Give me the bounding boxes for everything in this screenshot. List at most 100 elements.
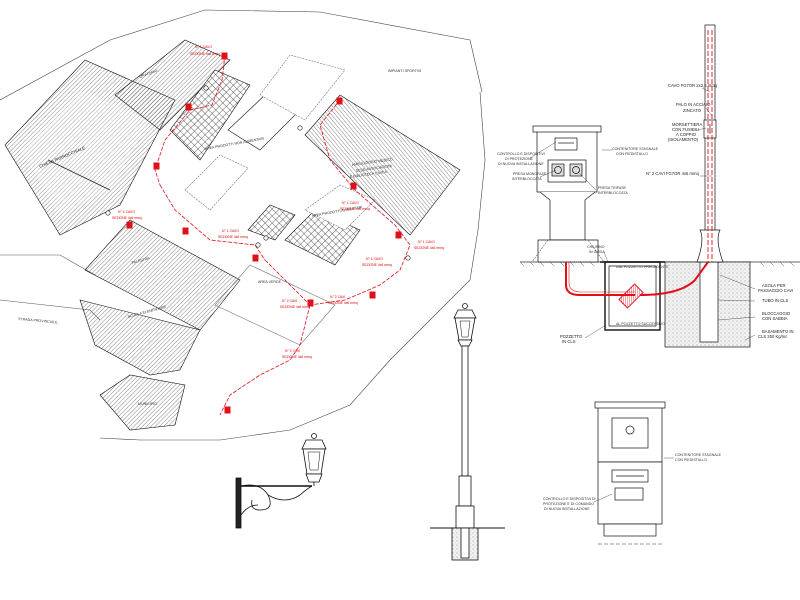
marker [221,52,228,60]
bracket-scroll-3 [240,504,259,516]
cable-route-3 [309,99,411,306]
leader [697,127,707,131]
cable-label: SEZIONE 4x6 mmq [340,207,370,211]
label: CON SABBIA [762,316,788,321]
pole [105,210,111,216]
label: DI PROTEZIONE [505,157,534,161]
marker [182,227,189,235]
section-detail [519,24,800,348]
label-ambulatorio-2: SEDE ASSOCIAZIONI [356,164,392,173]
conduit-b [639,261,709,296]
marker [336,97,343,105]
section-cabinet-pedestal [539,191,596,241]
marker [350,182,357,190]
marker [252,254,259,262]
wall-plate [235,477,242,529]
cable-label: N° 2 CAVI [330,295,345,299]
label: INTERBLOCCATA [598,191,628,195]
lantern-inner [459,320,471,338]
wall-lantern-bottom [305,473,323,483]
cabinet-roof [594,401,666,409]
leader-lines [529,87,756,341]
cabinet-elevation [594,401,666,545]
lamp-post [430,303,505,561]
section-cabinet-hidden [531,239,549,263]
scuola-building [79,299,201,376]
conduit-a-inner [568,262,635,293]
cable-route-5 [264,259,311,306]
marker [153,162,160,170]
leader [577,171,597,191]
cable-label: SEZIONE 4x6 mmq [190,52,220,56]
cabinet-panel [614,487,644,501]
socket-tri-face [572,166,580,174]
label: INTERBLOCCATA [512,177,542,181]
label: PRESA MONOFASE [513,172,547,176]
leader [705,107,713,117]
leader [593,493,613,503]
cable-label: N° 2 CAVI [282,299,297,303]
cable-label: SEZIONE 4x6 mmq [282,355,312,359]
site-boundary-top [0,9,483,101]
label-impianti: IMPIANTI SPORTIVI [388,69,421,73]
cable-label: SEZIONE 4x6 mmq [218,235,248,239]
area-verde [214,264,336,346]
marker [395,231,402,239]
cable-label: N° 2 CAVI [285,349,300,353]
socket-mono [551,163,565,177]
conduit-section [618,283,644,309]
marker [126,221,133,229]
cabinet-lock [625,425,635,435]
cable-route-2 [159,184,266,261]
cabinet-markers [126,52,402,414]
bracket-scroll-1 [240,484,271,511]
label-municipio: MUNICIPIO [138,402,157,406]
cabinet-window [611,417,649,449]
lamp-shaft [461,345,469,477]
cable-label: SEZIONE 4x6 mmq [280,305,310,309]
cable-label: SEZIONE 4x6 mmq [328,301,358,305]
label: POZZETTO [560,334,583,339]
site-plan [0,9,486,441]
pole [405,255,411,261]
pole [263,235,269,241]
pole [297,125,303,131]
oratorio-building [114,39,231,131]
bracket-scroll-2 [267,485,313,501]
conduit-a [565,262,635,296]
lantern-roof [453,309,477,319]
label: ZINCATO [683,108,702,113]
label-oratorio: ORATORIO [139,69,158,79]
socket-mono-face [554,166,562,174]
leader [603,251,609,263]
label: MORSETTIERA [672,122,702,127]
stalls-dashed-1 [259,54,346,121]
section-cabinet-top [532,125,602,133]
label: CONTROLLO E DISPOSITIVI [497,152,545,156]
label: CONTENITORE STAGNALE [612,147,659,151]
label: DI NUOVA INSTALLAZIONE [498,162,544,166]
label: PROTEZIONE E DI COMANDO [543,502,594,506]
label: N° 2 CAVI FG7OR 4x6 mmq [646,171,699,176]
stalls-alimentari-1 [247,204,296,241]
lamp-base [458,475,472,507]
cable-label: N° 1 CAVO [418,240,435,244]
label-strada: STRADA PROVINCIALE [18,317,58,324]
marker [307,299,314,307]
leader [717,316,756,321]
lantern-bottom [457,339,473,347]
cable-label: N° 1 CAVO [195,45,212,49]
ambulatorio-building [304,94,461,236]
label: ASOLA PER [762,283,786,288]
lamp-sleeve [460,527,470,559]
label: DI NUOVA INSTALLAZIONE [544,507,590,511]
leader [701,87,711,93]
stalls-non-alimentari-1 [169,69,251,161]
pole [203,85,209,91]
label: IN GHISA [589,250,605,254]
pole-base [696,229,724,263]
wall-bracket-lamp [235,433,327,529]
label-ambulatorio-1: AMBULATORIO MEDICO [352,157,394,167]
road-edge [0,254,96,276]
cable-label: SEZIONE 4x6 mmq [362,263,392,267]
